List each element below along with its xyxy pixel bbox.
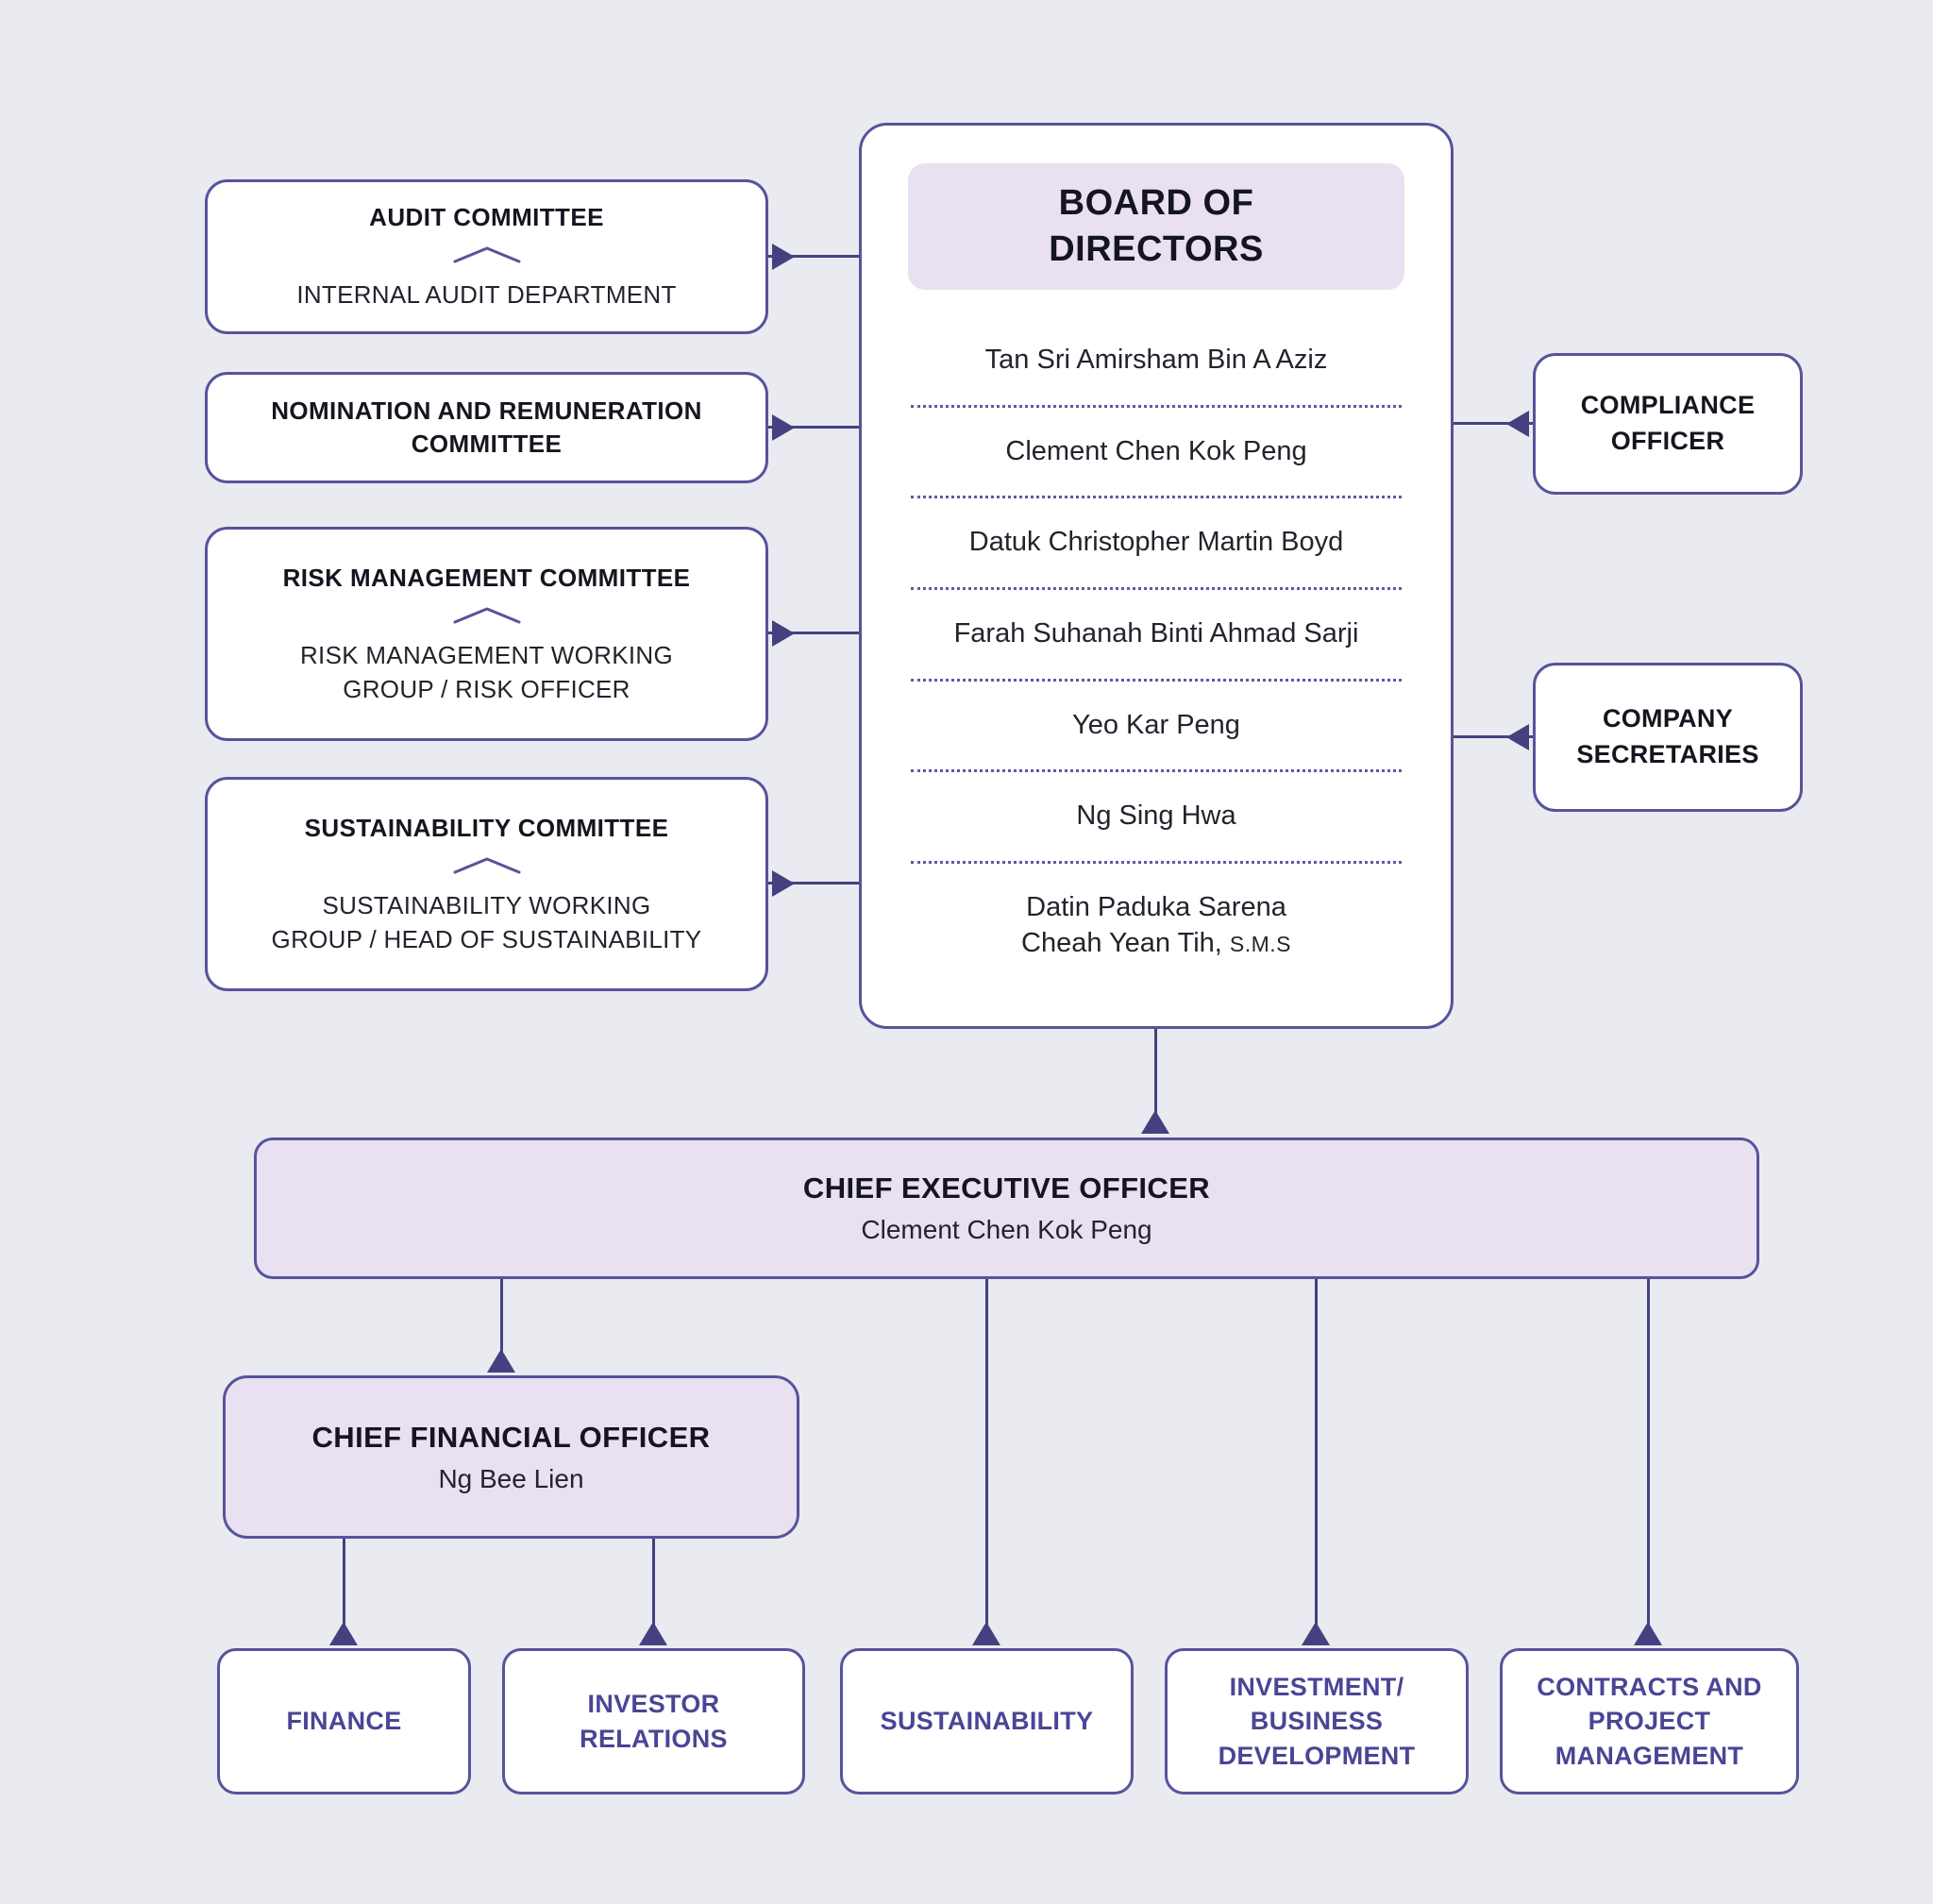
ceo-name: Clement Chen Kok Peng bbox=[861, 1215, 1152, 1244]
audit-to-board-arrow-icon bbox=[772, 244, 795, 270]
ceo-to-contracts-line bbox=[1647, 1279, 1650, 1645]
risk-management-committee-box: RISK MANAGEMENT COMMITTEE RISK MANAGEMEN… bbox=[205, 527, 768, 741]
committee-title: AUDIT COMMITTEE bbox=[369, 203, 604, 232]
ceo-to-investment-arrow-icon bbox=[1302, 1622, 1330, 1645]
board-to-secretaries-arrow-icon bbox=[1506, 724, 1529, 750]
board-to-compliance-line bbox=[1454, 422, 1533, 425]
board-of-directors-title: BOARD OF DIRECTORS bbox=[908, 163, 1404, 290]
chevron-up-icon bbox=[453, 857, 520, 874]
cfo-to-investor-relations-arrow-icon bbox=[639, 1622, 667, 1645]
nomination-to-board-line bbox=[768, 426, 859, 429]
nomination-remuneration-committee-box: NOMINATION AND REMUNERATION COMMITTEE bbox=[205, 372, 768, 483]
cfo-to-finance-arrow-icon bbox=[329, 1622, 358, 1645]
ceo-title: CHIEF EXECUTIVE OFFICER bbox=[802, 1171, 1211, 1205]
director-name-line1: Datin Paduka Sarena bbox=[1026, 892, 1286, 923]
ceo-to-sustainability-arrow-icon bbox=[972, 1622, 1000, 1645]
investment-business-development-department-box: INVESTMENT/ BUSINESS DEVELOPMENT bbox=[1165, 1648, 1469, 1794]
board-to-compliance-arrow-icon bbox=[1506, 411, 1529, 437]
company-secretaries-box: COMPANY SECRETARIES bbox=[1533, 663, 1803, 812]
committee-subtitle: SUSTAINABILITY WORKING GROUP / HEAD OF S… bbox=[271, 890, 702, 954]
chevron-up-icon bbox=[453, 607, 520, 624]
director-name: Yeo Kar Peng bbox=[1072, 709, 1240, 740]
sustainability-committee-to-board-arrow-icon bbox=[772, 870, 795, 897]
board-to-ceo-arrow-icon bbox=[1141, 1110, 1169, 1134]
ceo-box: CHIEF EXECUTIVE OFFICER Clement Chen Kok… bbox=[254, 1137, 1759, 1279]
cfo-to-finance-line bbox=[343, 1539, 345, 1645]
audit-to-board-line bbox=[768, 255, 859, 258]
board-of-directors-box: BOARD OF DIRECTORS Tan Sri Amirsham Bin … bbox=[859, 123, 1454, 1029]
sustainability-department-box: SUSTAINABILITY bbox=[840, 1648, 1134, 1794]
ceo-to-sustainability-line bbox=[985, 1279, 988, 1645]
dotted-divider bbox=[911, 861, 1402, 865]
investor-relations-department-box: INVESTOR RELATIONS bbox=[502, 1648, 805, 1794]
risk-to-board-arrow-icon bbox=[772, 620, 795, 647]
director-name: Tan Sri Amirsham Bin A Aziz bbox=[984, 345, 1328, 375]
committee-title: RISK MANAGEMENT COMMITTEE bbox=[282, 563, 691, 592]
cfo-box: CHIEF FINANCIAL OFFICER Ng Bee Lien bbox=[223, 1375, 799, 1539]
ceo-to-contracts-arrow-icon bbox=[1634, 1622, 1662, 1645]
cfo-title: CHIEF FINANCIAL OFFICER bbox=[311, 1420, 711, 1454]
committee-subtitle: RISK MANAGEMENT WORKING GROUP / RISK OFF… bbox=[299, 640, 673, 704]
dotted-divider bbox=[911, 587, 1402, 591]
sustainability-committee-to-board-line bbox=[768, 882, 859, 885]
director-honorific: S.M.S bbox=[1229, 931, 1291, 956]
director-name: Farah Suhanah Binti Ahmad Sarji bbox=[953, 618, 1359, 649]
ceo-to-cfo-line bbox=[500, 1279, 503, 1373]
ceo-to-investment-line bbox=[1315, 1279, 1318, 1645]
director-name: Datin Paduka Sarena Cheah Yean Tih, S.M.S bbox=[911, 864, 1402, 987]
compliance-officer-box: COMPLIANCE OFFICER bbox=[1533, 353, 1803, 495]
contracts-project-management-department-box: CONTRACTS AND PROJECT MANAGEMENT bbox=[1500, 1648, 1799, 1794]
ceo-to-cfo-arrow-icon bbox=[487, 1349, 515, 1373]
dotted-divider bbox=[911, 678, 1402, 682]
director-name: Clement Chen Kok Peng bbox=[1005, 435, 1307, 466]
director-name: Datuk Christopher Martin Boyd bbox=[968, 527, 1344, 558]
committee-title: SUSTAINABILITY COMMITTEE bbox=[304, 813, 669, 842]
board-to-ceo-line bbox=[1154, 1029, 1157, 1134]
finance-department-box: FINANCE bbox=[217, 1648, 471, 1794]
dotted-divider bbox=[911, 404, 1402, 408]
director-name: Ng Sing Hwa bbox=[1076, 800, 1236, 832]
committee-title: NOMINATION AND REMUNERATION COMMITTEE bbox=[271, 396, 702, 458]
cfo-to-investor-relations-line bbox=[652, 1539, 655, 1645]
chevron-up-icon bbox=[453, 246, 520, 263]
committee-subtitle: INTERNAL AUDIT DEPARTMENT bbox=[296, 280, 677, 310]
cfo-name: Ng Bee Lien bbox=[438, 1463, 584, 1493]
directors-list: Tan Sri Amirsham Bin A Aziz Clement Chen… bbox=[862, 290, 1451, 988]
dotted-divider bbox=[911, 769, 1402, 773]
board-to-secretaries-line bbox=[1454, 735, 1533, 738]
dotted-divider bbox=[911, 496, 1402, 499]
nomination-to-board-arrow-icon bbox=[772, 414, 795, 441]
audit-committee-box: AUDIT COMMITTEE INTERNAL AUDIT DEPARTMEN… bbox=[205, 179, 768, 334]
sustainability-committee-box: SUSTAINABILITY COMMITTEE SUSTAINABILITY … bbox=[205, 777, 768, 991]
risk-to-board-line bbox=[768, 632, 859, 634]
director-name-line2: Cheah Yean Tih, bbox=[1021, 927, 1222, 958]
